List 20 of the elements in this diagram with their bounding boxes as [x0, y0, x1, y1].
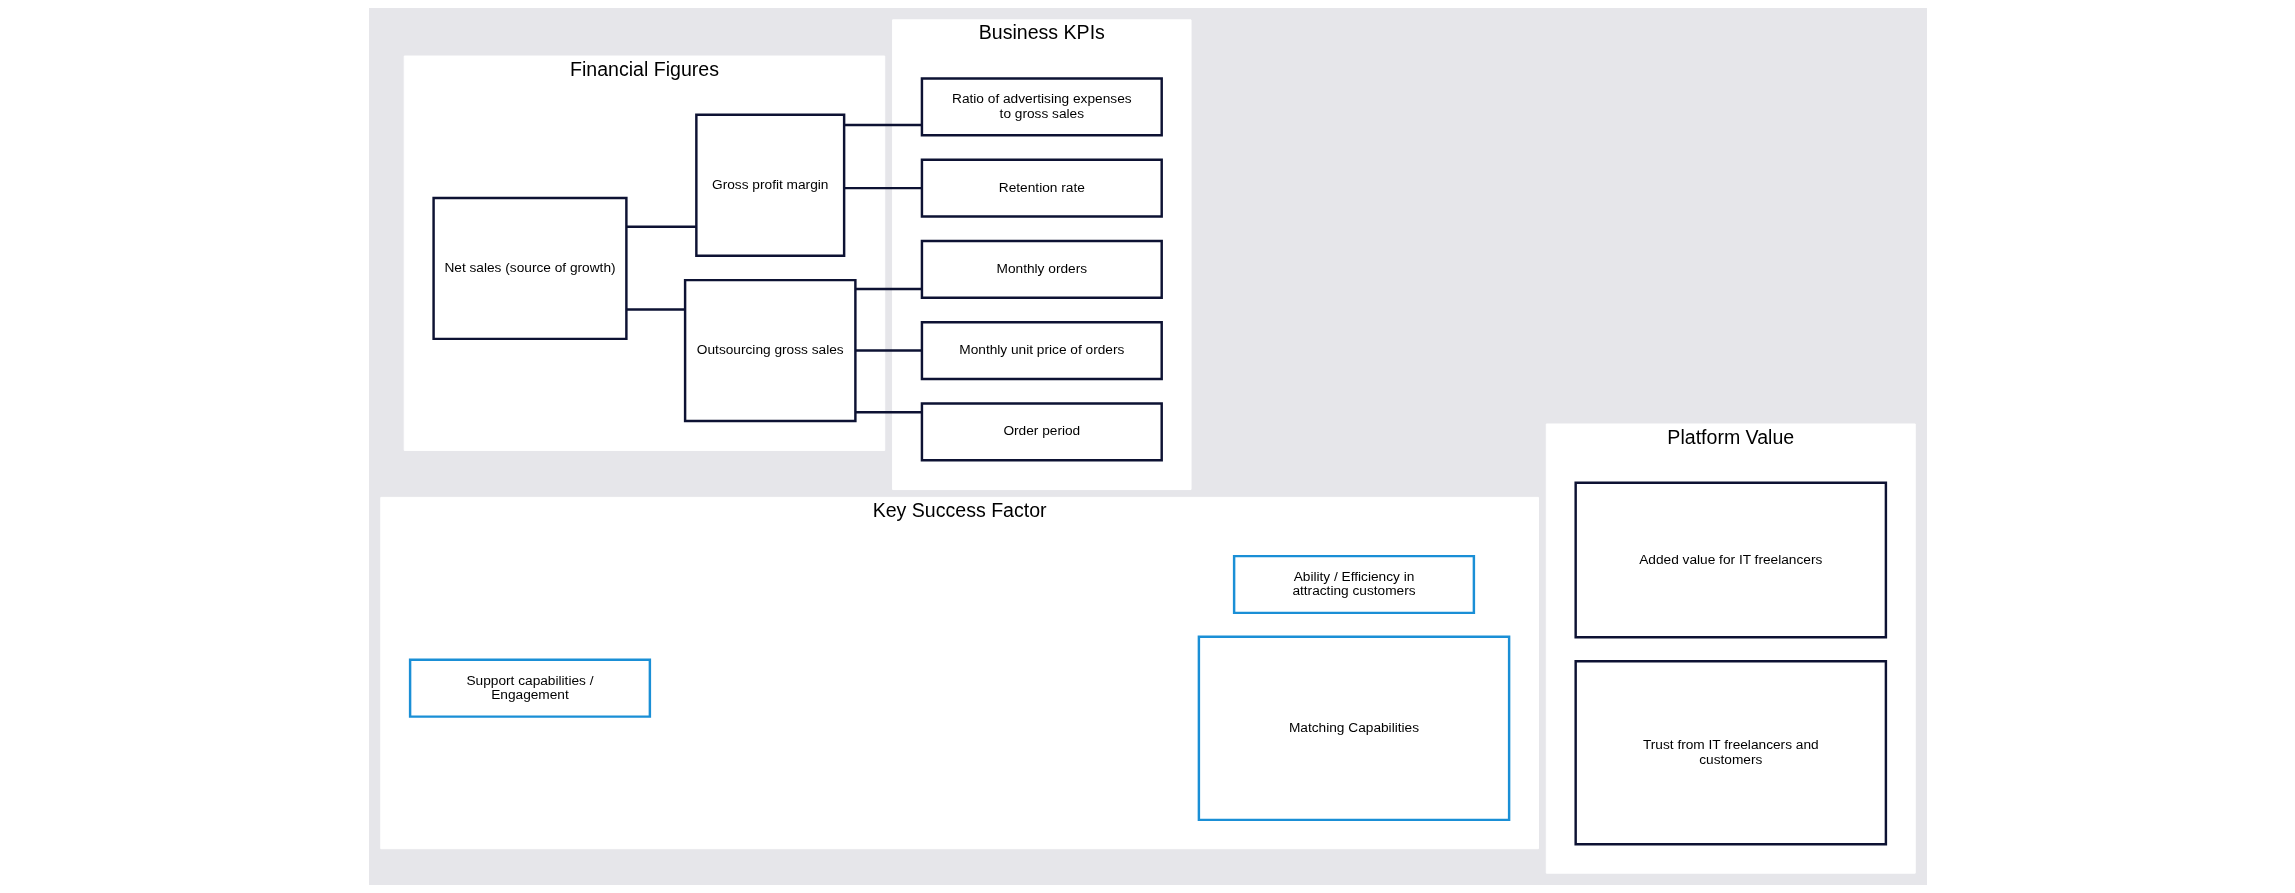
connector — [854, 411, 922, 414]
connector — [854, 349, 922, 352]
connector — [843, 186, 922, 190]
node-box: Matching Capabilities — [1197, 635, 1510, 822]
node-box: Gross profit margin — [694, 113, 845, 257]
node-box: Retention rate — [920, 158, 1163, 218]
connector — [854, 287, 922, 291]
connector — [626, 308, 685, 311]
node-box: Support capabilities / Engagement — [408, 658, 651, 718]
node-box: Monthly unit price of orders — [920, 321, 1163, 381]
node-box: Net sales (source of growth) — [431, 196, 628, 341]
node-box: Added value for IT freelancers — [1573, 481, 1887, 639]
node-box: Order period — [920, 402, 1163, 462]
node-box: Ratio of advertising expenses to gross sales — [920, 77, 1163, 137]
connector — [843, 123, 922, 127]
node-box: Outsourcing gross sales — [683, 278, 857, 423]
node-box: Trust from IT freelancers and customers — [1573, 660, 1887, 846]
node-box: Monthly orders — [920, 239, 1163, 299]
connector — [626, 225, 696, 228]
node-box: Ability / Efficiency in attracting customers — [1232, 554, 1475, 615]
